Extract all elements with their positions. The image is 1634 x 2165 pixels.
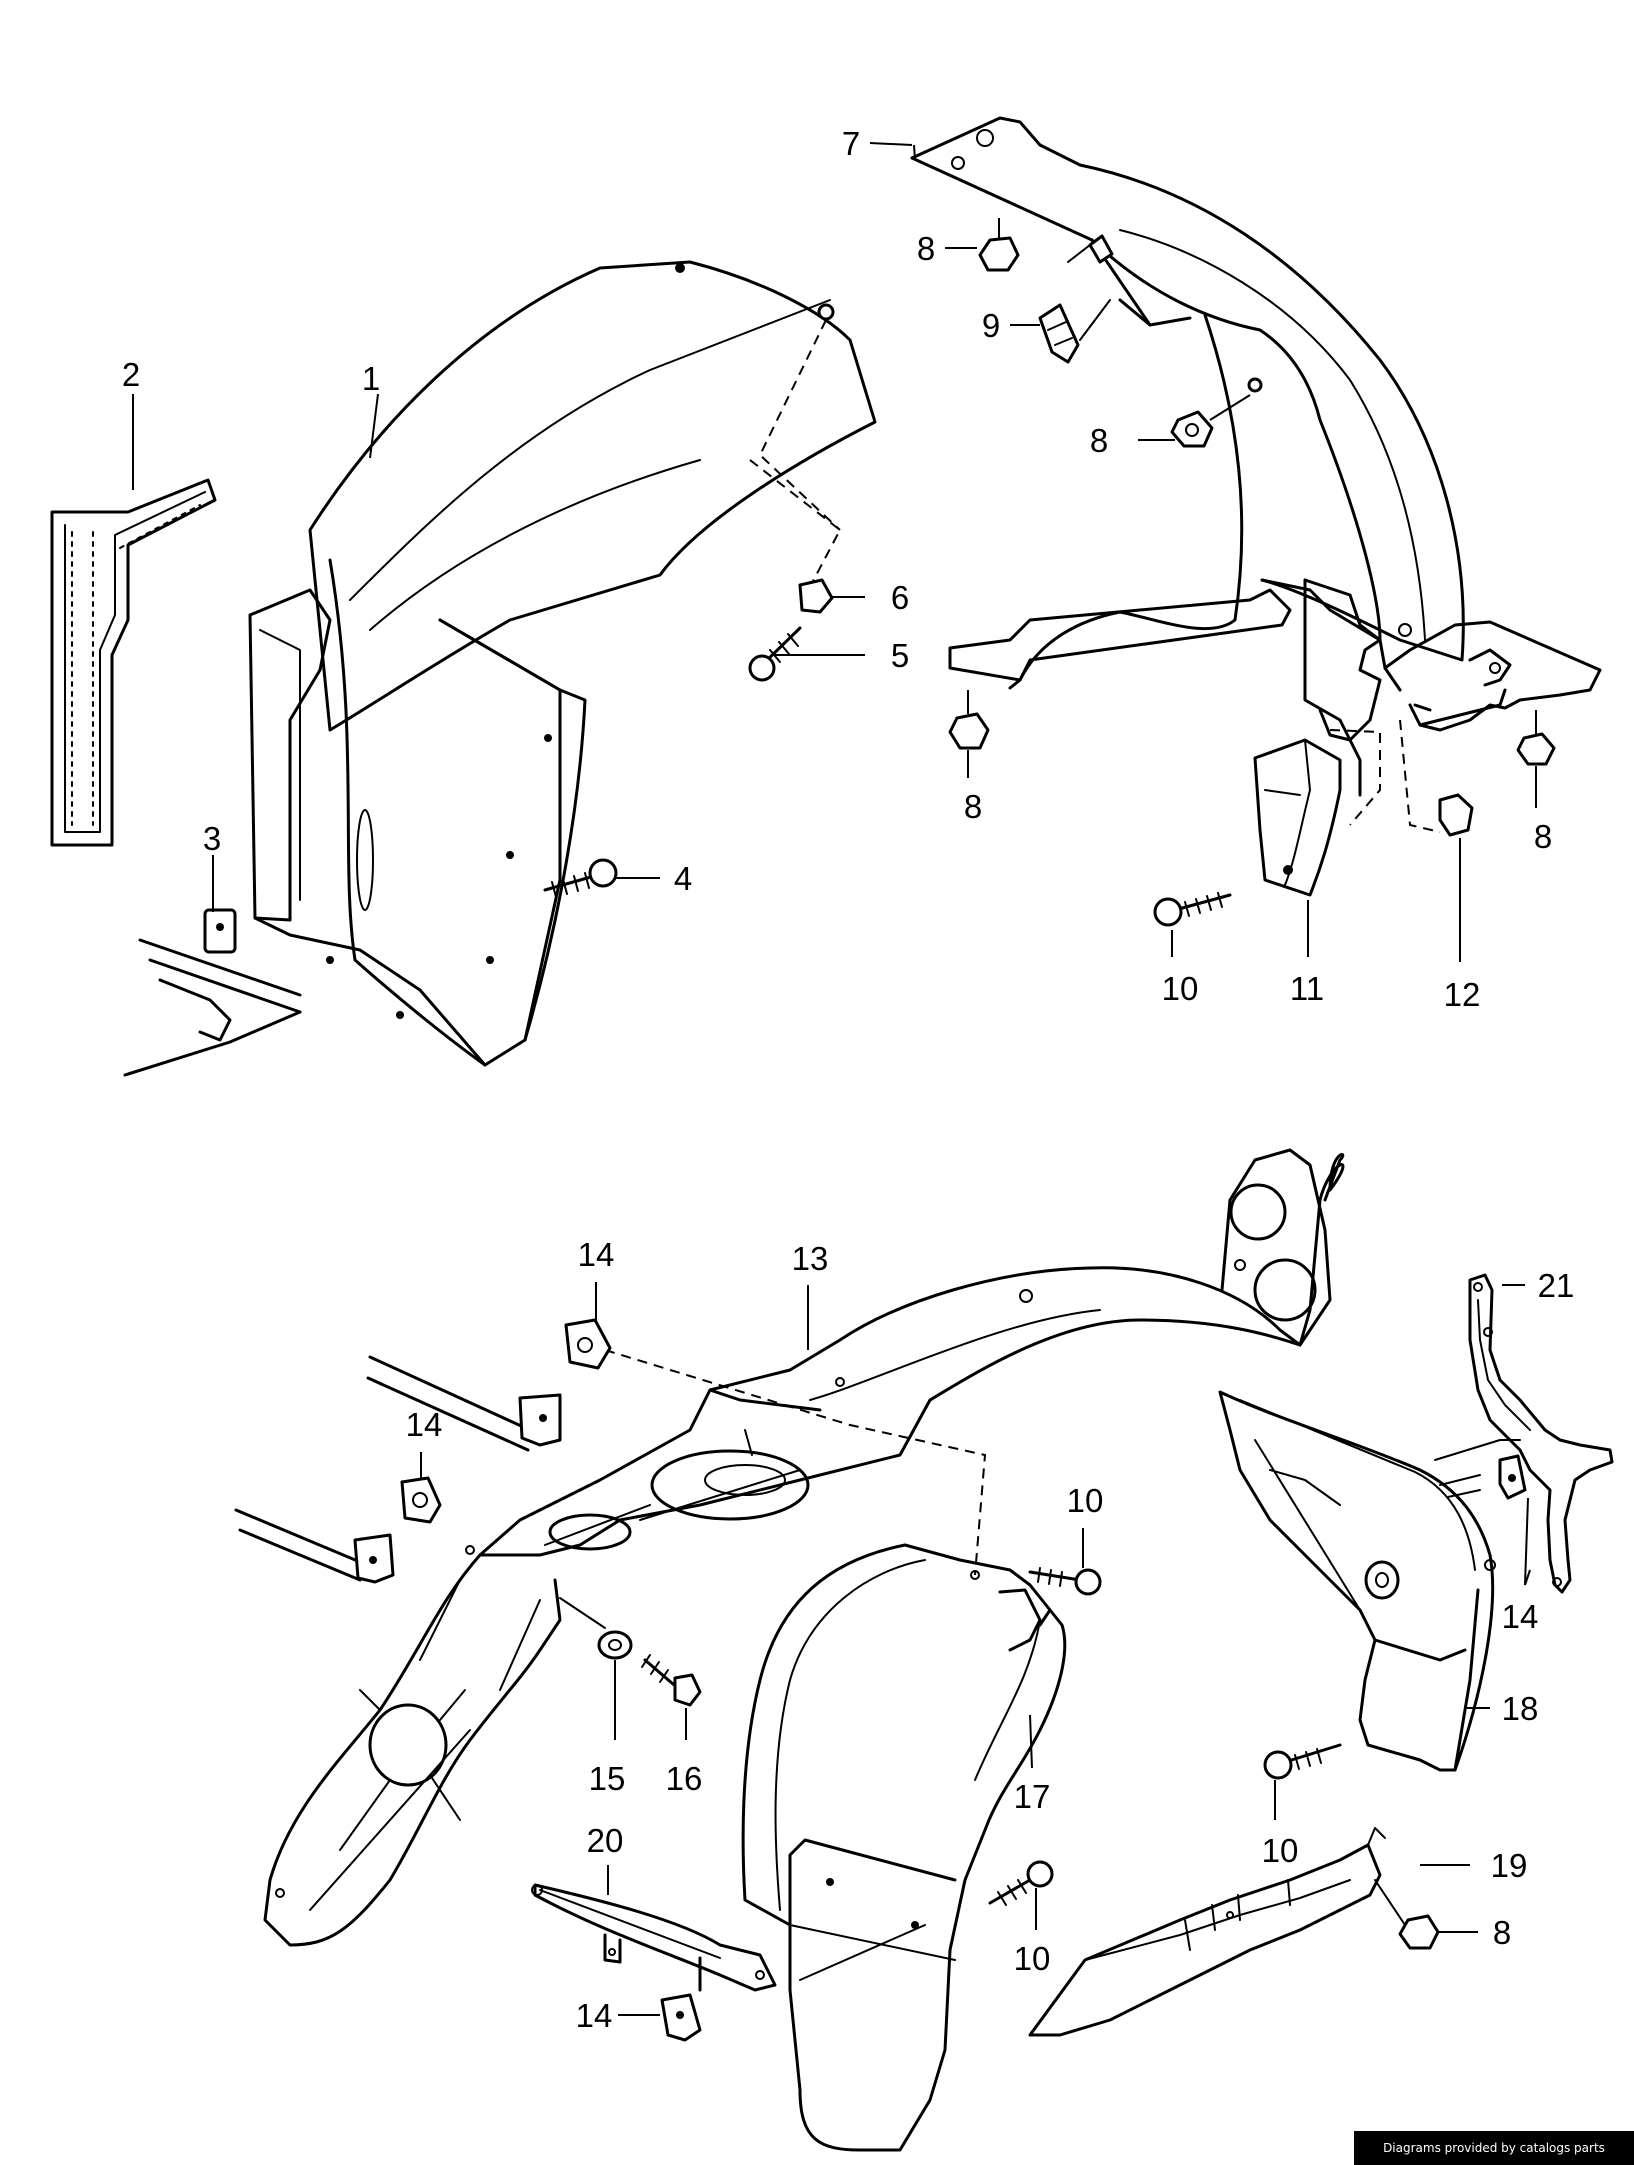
part-3-clip	[123, 908, 302, 1077]
callout-18: 18	[1502, 1690, 1539, 1727]
callout-21: 21	[1538, 1267, 1575, 1304]
part-17-inner-liner	[741, 1543, 1067, 2152]
part-18-rear-panel	[1218, 1390, 1496, 1772]
callout-15: 15	[589, 1760, 626, 1797]
callout-8-b: 8	[1090, 422, 1108, 459]
part-15-washer	[597, 1630, 633, 1660]
part-19-sill-bracket	[1028, 1827, 1386, 2037]
callout-17: 17	[1014, 1778, 1051, 1815]
callout-16: 16	[666, 1760, 703, 1797]
part-13-lower-fender	[263, 1545, 562, 1947]
callout-12: 12	[1444, 976, 1481, 1013]
callout-4: 4	[674, 860, 692, 897]
callout-19: 19	[1491, 1847, 1528, 1884]
part-9-clip	[1038, 244, 1111, 364]
callout-13: 13	[792, 1240, 829, 1277]
callout-10-b: 10	[1067, 1482, 1104, 1519]
callout-14-a: 14	[578, 1236, 615, 1273]
part-10-screw-lower-b	[988, 1860, 1054, 1906]
callout-20: 20	[587, 1822, 624, 1859]
callout-10-d: 10	[1262, 1832, 1299, 1869]
callout-2: 2	[122, 356, 140, 393]
part-20-strut-bracket	[531, 1883, 926, 1992]
callout-8-c: 8	[964, 788, 982, 825]
part-10-screw-lower-c	[1263, 1743, 1342, 1780]
callout-9: 9	[982, 307, 1000, 344]
callout-10-a: 10	[1162, 970, 1199, 1007]
part-21-bracket	[1434, 1273, 1614, 1594]
part-10-screw-lower-a	[1028, 1567, 1102, 1596]
callout-14-b: 14	[406, 1406, 443, 1443]
part-14-clip-c	[660, 1993, 702, 2042]
part-16-bolt	[641, 1654, 702, 1707]
part-4-screw	[543, 858, 618, 898]
part-8-nut-d	[1516, 710, 1556, 766]
callout-8-a: 8	[917, 230, 935, 267]
callout-8-d: 8	[1534, 818, 1552, 855]
callout-8-e: 8	[1493, 1914, 1511, 1951]
part-8-nut-lower	[1374, 1879, 1440, 1950]
part-11-cover-plate	[1253, 729, 1381, 897]
part-2-seal-strip	[50, 478, 217, 847]
callout-14-d: 14	[576, 1997, 613, 2034]
part-6-clip-nut	[749, 459, 842, 614]
callout-10-c: 10	[1014, 1940, 1051, 1977]
part-14-clip-a	[366, 1318, 612, 1452]
callout-11: 11	[1290, 970, 1324, 1007]
callout-7: 7	[842, 125, 860, 162]
part-8-nut-b	[1170, 394, 1251, 448]
part-1-wheel-housing-liner	[248, 260, 877, 1067]
callout-5: 5	[891, 637, 909, 674]
rear-lower-bracket	[948, 578, 1602, 797]
callout-1: 1	[362, 360, 380, 397]
footer-credit: Diagrams provided by catalogs parts	[1354, 2131, 1634, 2165]
part-12-clip	[1399, 719, 1474, 837]
callout-14-c: 14	[1502, 1598, 1539, 1635]
callout-3: 3	[203, 820, 221, 857]
part-13-rear-housing-panel	[478, 1148, 1345, 1576]
part-8-nut-c	[948, 690, 990, 750]
part-10-screw-upper	[1153, 892, 1232, 927]
part-14-clip-b	[234, 1476, 442, 1584]
callout-6: 6	[891, 579, 909, 616]
part-8-nut-a	[978, 218, 1020, 272]
part-7-wheel-arch-panel	[910, 116, 1465, 692]
